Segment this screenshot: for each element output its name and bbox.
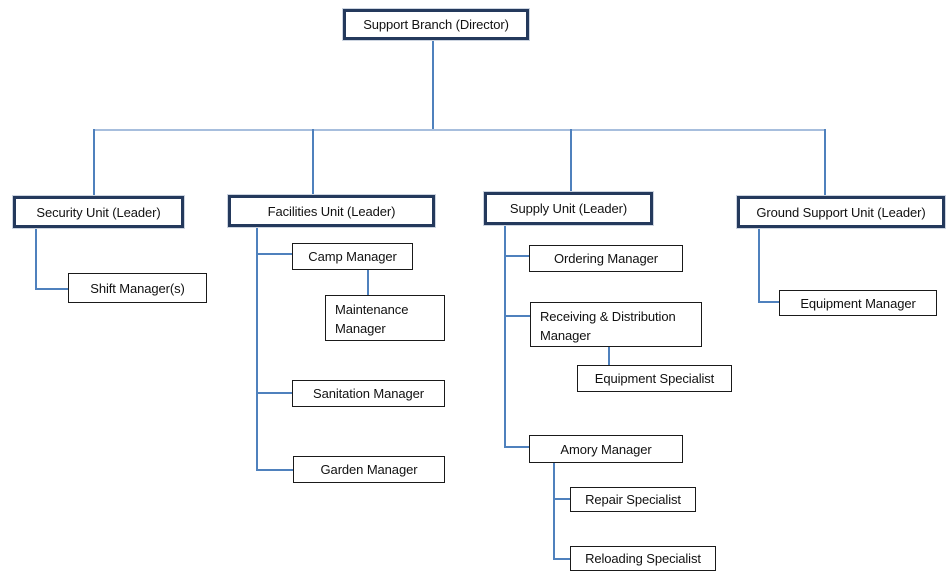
node-reloading-specialist: Reloading Specialist <box>570 546 716 571</box>
node-equipment-manager: Equipment Manager <box>779 290 937 316</box>
node-equipment-specialist-label: Equipment Specialist <box>594 371 715 386</box>
node-facilities-unit: Facilities Unit (Leader) <box>228 195 435 227</box>
node-garden-manager: Garden Manager <box>293 456 445 483</box>
connector-amory-elbow <box>504 446 529 448</box>
node-repair-specialist-label: Repair Specialist <box>585 492 681 507</box>
connector-ordering-elbow <box>504 255 529 257</box>
node-camp-manager: Camp Manager <box>292 243 413 270</box>
connector-amory-spine <box>553 463 555 560</box>
node-ordering-manager-label: Ordering Manager <box>554 251 658 266</box>
connector-receiving-elbow <box>504 315 530 317</box>
node-security-unit: Security Unit (Leader) <box>13 196 184 228</box>
node-equipment-specialist: Equipment Specialist <box>577 365 732 392</box>
node-receiving-distribution-manager: Receiving & Distribution Manager <box>530 302 702 347</box>
connector-drop-ground <box>824 129 826 197</box>
node-shift-manager: Shift Manager(s) <box>68 273 207 303</box>
node-repair-specialist: Repair Specialist <box>570 487 696 512</box>
node-sanitation-manager-label: Sanitation Manager <box>313 386 424 401</box>
connector-garden-elbow <box>256 469 293 471</box>
node-ordering-manager: Ordering Manager <box>529 245 683 272</box>
connector-reloading-elbow <box>553 558 570 560</box>
connector-maintenance-stem <box>367 270 369 295</box>
node-amory-manager-label: Amory Manager <box>560 441 652 457</box>
connector-security-spine <box>35 228 37 290</box>
node-receiving-distribution-manager-label: Receiving & Distribution Manager <box>540 309 676 343</box>
node-security-unit-label: Security Unit (Leader) <box>36 204 161 220</box>
node-reloading-specialist-label: Reloading Specialist <box>585 551 701 566</box>
node-sanitation-manager: Sanitation Manager <box>292 380 445 407</box>
connector-equip-mgr-elbow <box>758 301 779 303</box>
connector-top-rail <box>93 129 826 131</box>
connector-drop-supply <box>570 129 572 193</box>
connector-equip-spec-stem <box>608 347 610 365</box>
connector-shift-elbow <box>35 288 68 290</box>
node-amory-manager: Amory Manager <box>529 435 683 463</box>
node-shift-manager-label: Shift Manager(s) <box>90 280 185 296</box>
connector-sanitation-elbow <box>256 392 292 394</box>
node-support-branch-director-label: Support Branch (Director) <box>363 17 509 32</box>
node-facilities-unit-label: Facilities Unit (Leader) <box>267 203 396 219</box>
connector-director-stem <box>432 39 434 131</box>
node-garden-manager-label: Garden Manager <box>320 462 418 477</box>
connector-supply-spine <box>504 225 506 448</box>
node-maintenance-manager: Maintenance Manager <box>325 295 445 341</box>
connector-repair-elbow <box>553 498 570 500</box>
node-support-branch-director: Support Branch (Director) <box>343 9 529 40</box>
connector-ground-spine <box>758 228 760 303</box>
node-camp-manager-label: Camp Manager <box>308 249 397 264</box>
node-ground-support-unit-label: Ground Support Unit (Leader) <box>756 204 926 220</box>
node-supply-unit: Supply Unit (Leader) <box>484 192 653 225</box>
node-ground-support-unit: Ground Support Unit (Leader) <box>737 196 945 228</box>
connector-camp-elbow <box>256 253 292 255</box>
node-supply-unit-label: Supply Unit (Leader) <box>509 201 628 216</box>
connector-drop-facilities <box>312 129 314 196</box>
node-equipment-manager-label: Equipment Manager <box>800 295 916 311</box>
connector-facilities-spine <box>256 227 258 471</box>
connector-drop-security <box>93 129 95 197</box>
node-maintenance-manager-label: Maintenance Manager <box>335 302 409 336</box>
